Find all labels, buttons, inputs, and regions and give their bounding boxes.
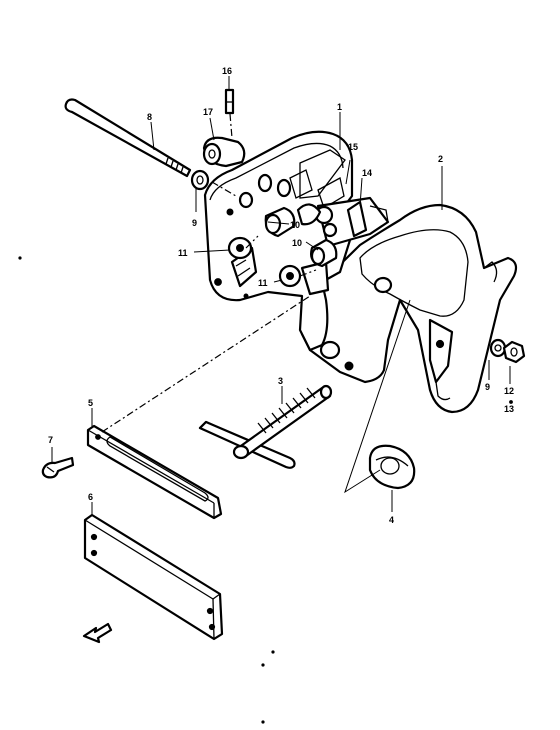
part-16-pin <box>224 88 235 115</box>
part-9-washer-left <box>190 169 210 191</box>
part-12-nut <box>502 340 526 364</box>
callout-9-right: 9 <box>485 382 490 392</box>
part-8-long-bolt <box>64 98 192 178</box>
part-5-slotted-strip <box>86 424 223 520</box>
callout-16: 16 <box>222 66 232 76</box>
callout-12: 12 <box>504 386 514 396</box>
callout-8: 8 <box>147 112 152 122</box>
part-17-bushing <box>202 136 246 168</box>
callout-labels: 1 2 3 4 5 6 7 8 9 9 10 10 11 11 12 13 14… <box>48 66 514 525</box>
callout-6: 6 <box>88 492 93 502</box>
callout-10-upper: 10 <box>290 220 300 230</box>
callout-15: 15 <box>348 142 358 152</box>
part-1-clamp-bracket-left <box>203 130 354 352</box>
callout-7: 7 <box>48 435 53 445</box>
part-7-screw <box>41 447 75 479</box>
callout-11-lower: 11 <box>258 278 268 288</box>
callout-13: 13 <box>504 404 514 414</box>
registration-dots <box>18 256 275 724</box>
callout-3: 3 <box>278 376 283 386</box>
part-11-washer-lower <box>278 264 302 288</box>
callout-4: 4 <box>389 515 394 525</box>
callout-17: 17 <box>203 107 213 117</box>
part-11-washer-upper <box>227 236 253 260</box>
part-10-bushing-lower <box>310 238 338 268</box>
part-14-15-shaft-assembly <box>296 196 390 248</box>
leader-lines <box>91 76 511 516</box>
callout-2: 2 <box>438 154 443 164</box>
assembly-centerlines <box>101 113 317 433</box>
part-2-clamp-bracket-right <box>300 203 518 494</box>
part-4-swivel-pad <box>368 444 416 490</box>
callout-11-upper: 11 <box>178 248 188 258</box>
callout-9-left: 9 <box>192 218 197 228</box>
part-6-plate <box>83 513 224 641</box>
front-direction-arrow <box>82 622 113 644</box>
callout-10-lower: 10 <box>292 238 302 248</box>
part-10-bushing-upper <box>264 206 296 238</box>
callout-14: 14 <box>362 168 372 178</box>
callout-1: 1 <box>337 102 342 112</box>
part-3-clamp-screw <box>198 384 333 469</box>
callout-5: 5 <box>88 398 93 408</box>
